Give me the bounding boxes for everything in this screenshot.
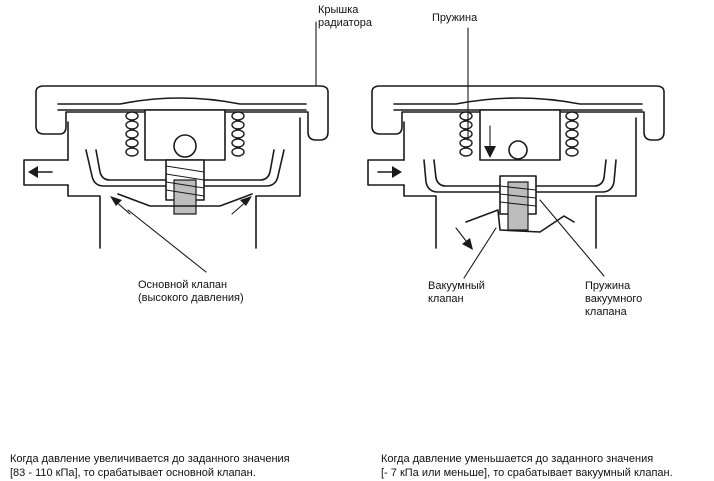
spring-label: Пружина — [432, 12, 478, 24]
vacuum-valve-spring-label: Пружина вакуумного клапана — [585, 280, 643, 318]
right-caption: Когда давление уменьшается до заданного … — [381, 453, 673, 479]
right-cap-assembly — [315, 21, 665, 279]
radiator-cap-label: Крышка радиатора — [318, 4, 372, 29]
vacuum-valve-label: Вакуумный клапан — [428, 280, 485, 305]
left-caption: Когда давление увеличивается до заданног… — [10, 453, 290, 479]
left-cap-assembly — [23, 85, 329, 273]
main-valve-label: Основной клапан (высокого давления) — [138, 279, 244, 304]
